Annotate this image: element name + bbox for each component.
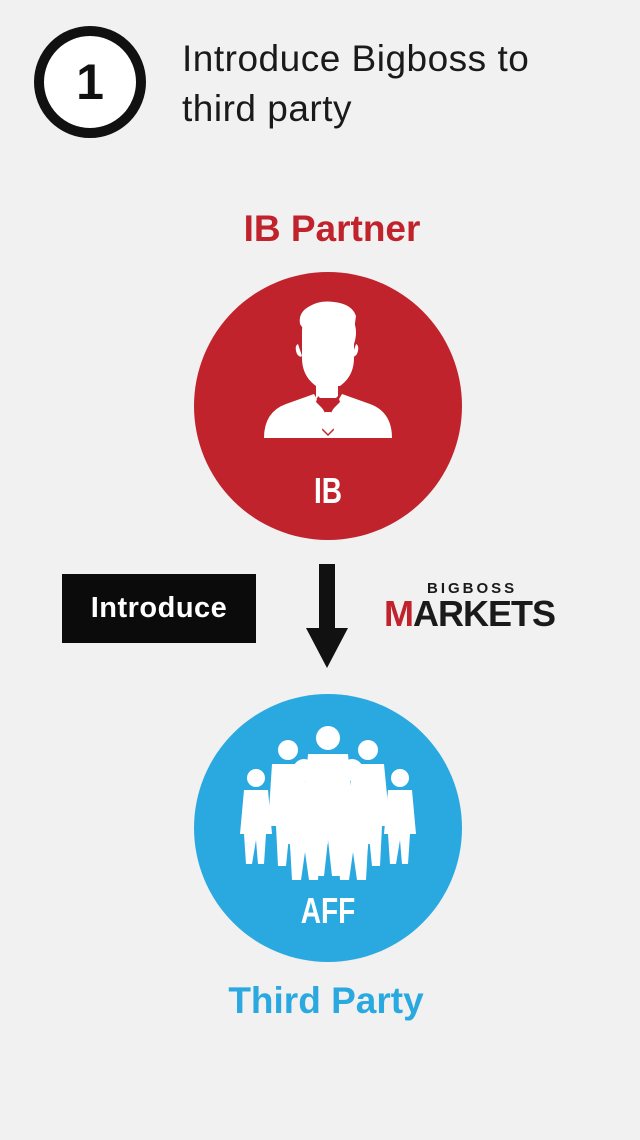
bigboss-markets-logo: BIGBOSS MARKETS (384, 580, 574, 632)
step-title-line2: third party (182, 88, 353, 129)
ib-partner-node: IB (194, 272, 462, 540)
logo-rest: ARKETS (413, 593, 556, 634)
step-number: 1 (76, 54, 104, 110)
aff-code: AFF (300, 890, 356, 931)
third-party-node: AFF (194, 694, 462, 962)
arrow-down-icon (306, 564, 348, 668)
introduce-label: Introduce (62, 574, 256, 643)
third-party-label: Third Party (228, 980, 424, 1021)
logo-line1: BIGBOSS (427, 580, 518, 597)
logo-m: M (384, 593, 414, 634)
ib-partner-label: IB Partner (243, 208, 421, 249)
step-number-badge: 1 (34, 26, 146, 138)
person-icon (264, 301, 392, 438)
group-icon (240, 726, 416, 880)
ib-code: IB (313, 470, 343, 511)
step-title: Introduce Bigboss to third party (182, 34, 529, 134)
logo-line2: MARKETS (384, 593, 556, 634)
step-title-line1: Introduce Bigboss to (182, 38, 530, 79)
